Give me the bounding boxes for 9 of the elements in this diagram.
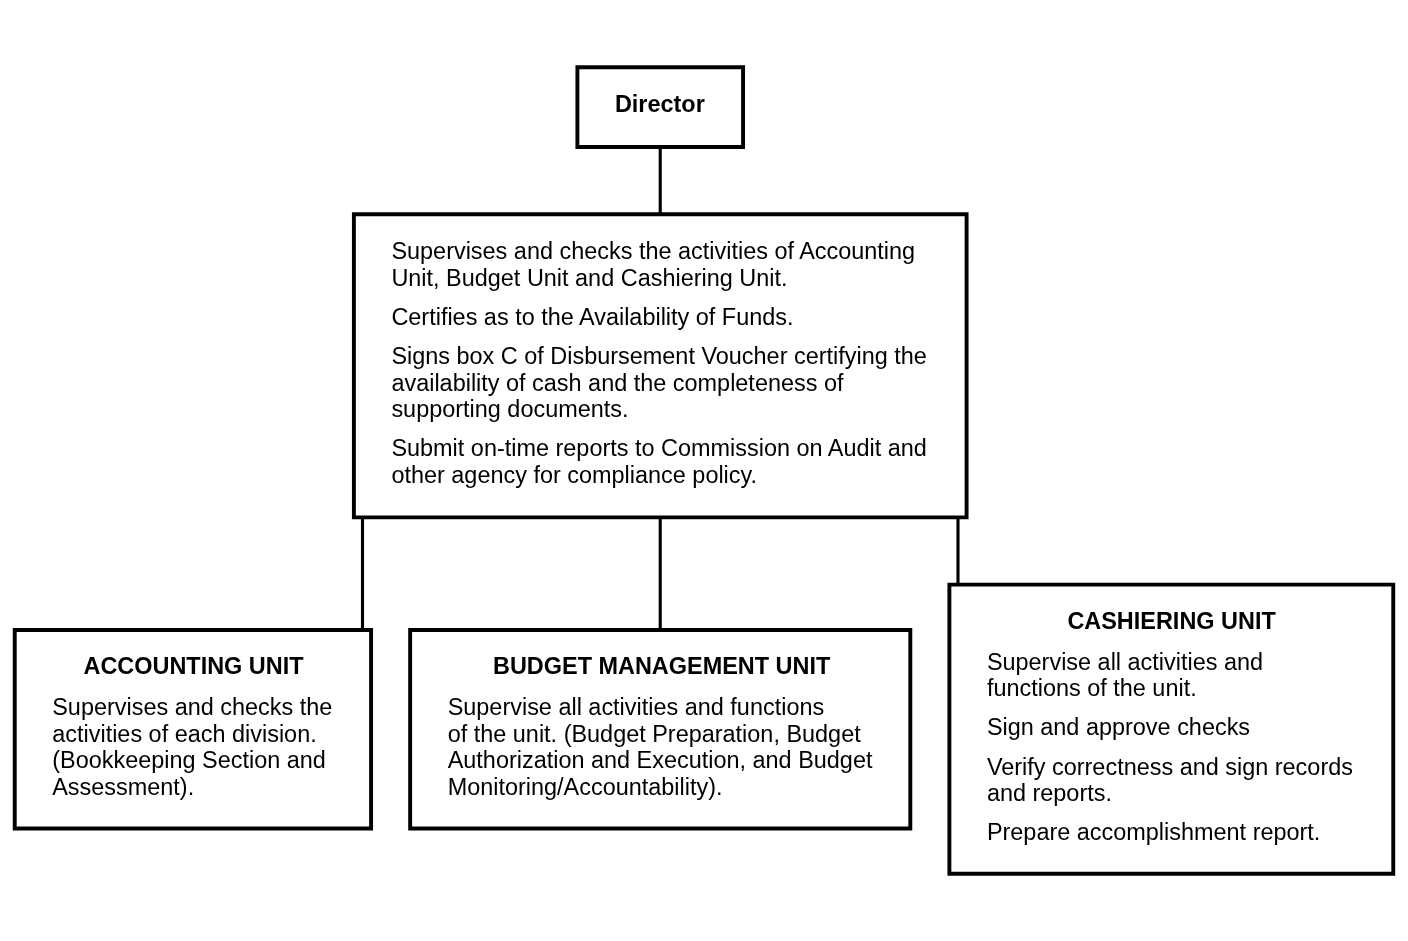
connector xyxy=(658,517,662,630)
connector xyxy=(956,517,960,585)
connector xyxy=(658,147,662,214)
connector xyxy=(360,517,365,630)
node-box: Director xyxy=(575,65,746,149)
node-box: CASHIERING UNIT Supervise all activities and functions of the unit. Sign and approve checks Verify correctness and sign records and reports. Prepare accomplishment report. xyxy=(947,582,1396,876)
node-box: BUDGET MANAGEMENT UNIT Supervise all activities and functions of the unit. (Budget Preparation, Budget Authorization and Execution, and Budget Monitoring/Accountability). xyxy=(408,627,913,831)
node-box: Supervises and checks the activities of Accounting Unit, Budget Unit and Cashiering Unit. Certifies as to the Availability of Funds. Signs box C of Disbursement Voucher certifying the availability of cash and the completeness of supporting documents. Submit on-time reports to Commission on Audit and other agency for compliance policy. xyxy=(351,212,969,520)
node-box: ACCOUNTING UNIT Supervises and checks the activities of each division. (Bookkeeping Section and Assessment). xyxy=(12,627,374,831)
